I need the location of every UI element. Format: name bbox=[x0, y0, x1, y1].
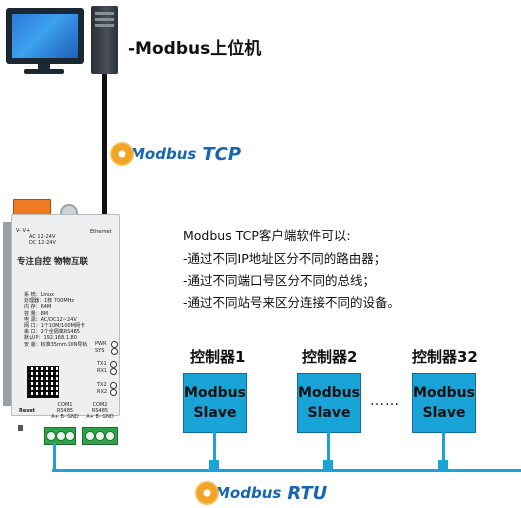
spec-line: 默认IP：192.168.1.80 bbox=[24, 335, 77, 342]
qr-code bbox=[27, 366, 59, 398]
ethernet-port-label: Ethernet bbox=[90, 229, 112, 235]
com1-name: COM1 bbox=[57, 402, 73, 408]
monitor-base bbox=[24, 69, 64, 74]
spec-line: 安 装：标准35mm DIN导轨 bbox=[24, 341, 88, 348]
controller-label: 控制器2 bbox=[302, 348, 358, 366]
screw-icon bbox=[95, 431, 105, 441]
rtu-logo-brand: Modbus bbox=[215, 484, 282, 502]
reset-label: Reset bbox=[19, 408, 35, 414]
description-heading: Modbus TCP客户端软件可以: bbox=[183, 228, 351, 243]
monitor-stand bbox=[38, 64, 50, 70]
tower-slot bbox=[95, 24, 114, 27]
tx2-led-icon bbox=[110, 382, 117, 389]
monitor-screen bbox=[12, 14, 78, 58]
rs485-bus-line bbox=[52, 469, 521, 472]
bus-junction bbox=[438, 460, 448, 469]
com1-pins: A+ B- GND bbox=[51, 414, 79, 421]
bus-drop bbox=[53, 443, 56, 470]
slave-line1: Modbus bbox=[184, 385, 246, 401]
description-line: -通过不同站号来区分连接不同的设备。 bbox=[183, 295, 401, 310]
power-spec-dc: DC 12-24V bbox=[29, 240, 56, 246]
device-side bbox=[3, 222, 11, 406]
gear-icon bbox=[195, 481, 219, 505]
pc-tower-icon bbox=[91, 6, 118, 74]
com2-terminal-block bbox=[82, 427, 118, 445]
com2-type: RS485 bbox=[91, 408, 109, 415]
slave-line2: Slave bbox=[422, 405, 466, 421]
tx1-led-icon bbox=[110, 361, 117, 368]
bus-drop bbox=[213, 431, 216, 470]
com2-pins: A+ B- GND bbox=[86, 414, 114, 421]
power-pins-label: V- V+ bbox=[16, 228, 31, 234]
pwr-led-icon bbox=[111, 341, 118, 348]
description-line: -通过不同IP地址区分不同的路由器； bbox=[183, 251, 387, 266]
led-label: PWR bbox=[95, 341, 107, 347]
screw-icon bbox=[65, 431, 75, 441]
slave-line2: Slave bbox=[193, 405, 237, 421]
device-title: 专注自控 物物互联 bbox=[17, 257, 88, 267]
led-label: TX2 bbox=[97, 382, 107, 388]
ellipsis: …… bbox=[370, 393, 400, 409]
gear-icon bbox=[110, 142, 134, 166]
sys-led-icon bbox=[111, 348, 118, 355]
controller-label: 控制器32 bbox=[412, 348, 478, 366]
tower-slot bbox=[95, 18, 114, 21]
tcp-logo-protocol: TCP bbox=[202, 143, 242, 165]
power-spec-ac: AC 12-24V bbox=[29, 234, 56, 240]
com2-port: COM2 RS485 A+ B- GND bbox=[85, 402, 115, 421]
modbus-slave-box: Modbus Slave bbox=[297, 373, 361, 433]
tcp-logo-brand: Modbus bbox=[130, 145, 197, 163]
tower-slot bbox=[95, 12, 114, 15]
screw-icon bbox=[105, 431, 115, 441]
modbus-tcp-logo: Modbus TCP bbox=[110, 142, 241, 166]
description-line: -通过不同端口号区分不同的总线； bbox=[183, 273, 376, 288]
bus-junction bbox=[323, 460, 333, 469]
spec-line: 系 统：Linux bbox=[24, 292, 55, 298]
com1-terminal-block bbox=[44, 427, 76, 445]
controller-label: 控制器1 bbox=[190, 348, 246, 366]
modbus-rtu-logo: Modbus RTU bbox=[195, 481, 327, 505]
spec-line: 容 量：8M bbox=[24, 310, 49, 317]
spec-line: 内 存：64M bbox=[24, 304, 52, 311]
device-specs: 系 统：Linux 处理器：1核 700MHz 内 存：64M 容 量：8M 电… bbox=[24, 292, 87, 348]
com2-name: COM2 bbox=[92, 402, 108, 408]
rx2-led-icon bbox=[110, 389, 117, 396]
com1-type: RS485 bbox=[56, 408, 74, 415]
rtu-logo-protocol: RTU bbox=[287, 482, 328, 504]
ethernet-cable bbox=[102, 74, 107, 216]
spec-line: 处理器：1核 700MHz bbox=[24, 298, 75, 305]
bus-junction bbox=[209, 460, 219, 469]
led-label: RX2 bbox=[97, 389, 108, 395]
com1-port: COM1 RS485 A+ B- GND bbox=[50, 402, 80, 421]
modbus-slave-box: Modbus Slave bbox=[412, 373, 476, 433]
led-label: TX1 bbox=[97, 361, 107, 367]
bus-drop bbox=[327, 431, 330, 470]
spec-line: 串 口：2个全隔离RS485 bbox=[24, 329, 80, 336]
led-label: RX1 bbox=[97, 368, 108, 374]
slave-line1: Modbus bbox=[413, 385, 475, 401]
bus-drop bbox=[442, 431, 445, 470]
modbus-slave-box: Modbus Slave bbox=[183, 373, 247, 433]
rx1-led-icon bbox=[110, 368, 117, 375]
slave-line2: Slave bbox=[307, 405, 351, 421]
led-label: SYS bbox=[95, 348, 105, 354]
spec-line: 网 口：1个10M/100M网卡 bbox=[24, 323, 85, 330]
spec-line: 电 源：AC/DC12~24V bbox=[24, 316, 77, 323]
screw-icon bbox=[85, 431, 95, 441]
slave-line1: Modbus bbox=[298, 385, 360, 401]
screw-icon bbox=[46, 431, 56, 441]
power-terminal-block bbox=[13, 199, 51, 215]
reset-button-icon bbox=[18, 425, 23, 431]
host-label: -Modbus上位机 bbox=[128, 39, 262, 59]
